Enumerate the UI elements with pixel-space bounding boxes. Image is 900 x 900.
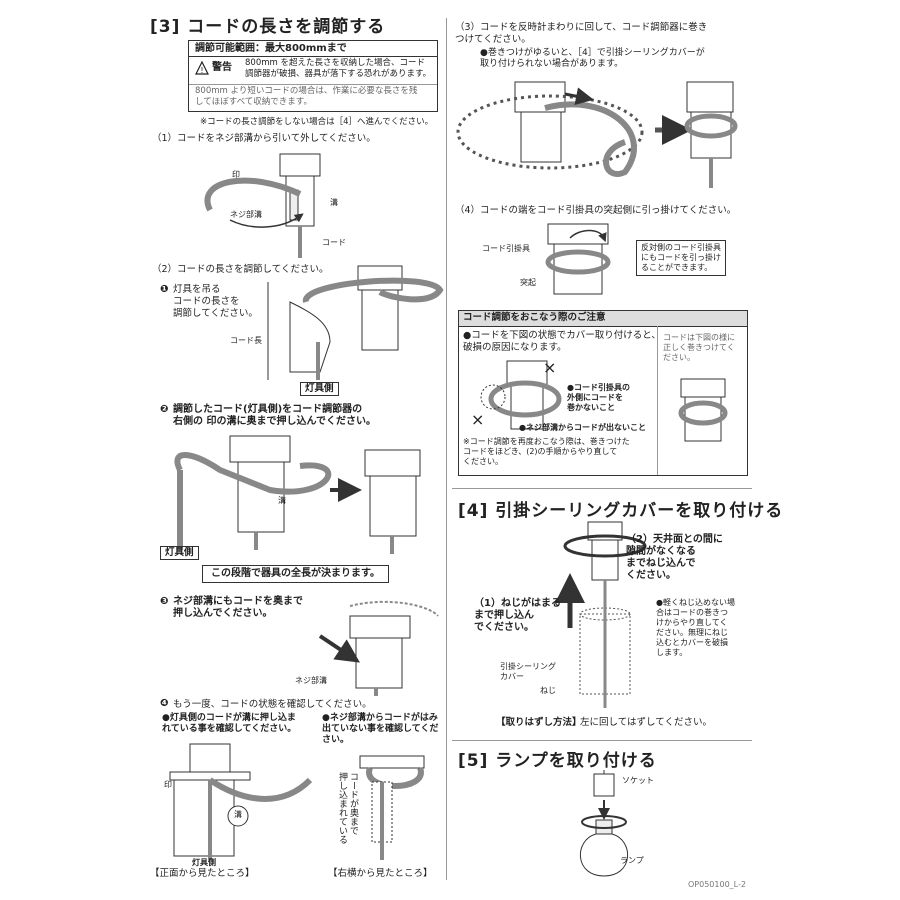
side-view-illustration (320, 752, 440, 860)
range-label: 調節可能範囲：最大800mmまで (195, 43, 347, 54)
screw-label: ねじ (540, 686, 556, 695)
column-divider (446, 18, 447, 880)
num1-icon: ❶ (160, 284, 169, 295)
num3-icon: ❸ (160, 596, 169, 607)
warning-icon: ! (195, 60, 209, 75)
num4-icon: ❹ (160, 698, 169, 709)
caution-box: コード調節をおこなう際のご注意 ●コードを下図の状態でカバー取り付けると、 破損… (458, 310, 748, 476)
screw-groove-label: ネジ部溝 (230, 210, 262, 219)
step3-illustration (455, 72, 755, 192)
step3-text: （3）コードを反時計まわりに回して、コード調節器に巻き つけてください。 (455, 22, 708, 45)
step2-4-text: もう一度、コードの状態を確認してください。 (173, 699, 372, 710)
caution-side-text: コードは下図の様に 正しく巻きつけてく ださい。 (663, 333, 735, 362)
cover-illustration (550, 518, 660, 708)
step4-illustration (520, 218, 640, 298)
caution-a: ●コード引掛具の 外側にコードを 巻かないこと (567, 383, 630, 412)
section3-heading: [3] コードの長さを調節する (150, 17, 386, 37)
socket-label: ソケット (622, 776, 654, 785)
svg-text:×: × (471, 410, 484, 429)
front-view-illustration: 印 溝 (160, 740, 313, 860)
section4-heading: [4] 引掛シーリングカバーを取り付ける (458, 501, 784, 521)
groove-label: 溝 (330, 198, 338, 207)
mark-label-2: 印 (164, 780, 172, 789)
svg-text:!: ! (200, 66, 203, 75)
divider (189, 84, 437, 85)
step2-3-illustration (310, 596, 440, 696)
divider (452, 488, 752, 489)
step4-1-text: （1）ねじがはまる まで押し込ん でください。 (474, 598, 561, 633)
warning-text: 800mm を超えた長さを収納した場合、コード 調節器が破損、器具が落下する恐れ… (245, 58, 432, 79)
cord-pushed-label: コードが奥まで 押し込まれている (337, 772, 358, 844)
side-view-caption: 【右横から見たところ】 (328, 868, 433, 879)
section5-heading: [5] ランプを取り付ける (458, 751, 657, 771)
protrusion-label: 突起 (520, 278, 536, 287)
lamp-illustration (570, 770, 640, 880)
caution-footer: ※コード調節を再度おこなう際は、巻きつけた コードをほどき、(2)の手順からやり… (463, 437, 630, 466)
removal-text: 左に回してはずしてください。 (580, 717, 712, 728)
groove-label: 溝 (278, 496, 286, 505)
caution-b: ●ネジ部溝からコードが出ないこと (519, 423, 646, 432)
caution-text: ●コードを下図の状態でカバー取り付けると、 破損の原因になります。 (463, 330, 661, 353)
step2-1-text: 灯具を吊る コードの長さを 調節してください。 (173, 284, 258, 319)
divider (189, 56, 437, 57)
lamp-side-label-2: 灯具側 (160, 546, 199, 560)
step1-text: （1）コードをネジ部溝から引いて外してください。 (152, 133, 376, 144)
opposite-note: 反対側のコード引掛具 にもコードを引っ掛け ることができます。 (636, 240, 726, 276)
step2-2-text: 調節したコード(灯具側)をコード調節器の 右側の 印の溝に奥まで押し込んでくださ… (173, 404, 376, 427)
mark-label: 印 (232, 170, 240, 179)
check-a: ●灯具側のコードが溝に押し込ま れている事を確認してください。 (162, 713, 297, 734)
step4-2-text: （2）天井面との間に 隙間がなくなる までねじ込んで ください。 (626, 534, 723, 581)
divider (657, 326, 658, 475)
cover-label: 引掛シーリング カバー (500, 662, 556, 681)
skip-note: ※コードの長さ調節をしない場合は［4］へ進んでください。 (200, 117, 434, 127)
lamp-side-label: 灯具側 (300, 382, 339, 396)
caution-wrong-illustration: × × (467, 357, 567, 437)
step2-3-text: ネジ部溝にもコードを奥まで 押し込んでください。 (173, 596, 303, 619)
lamp-label: ランプ (620, 856, 644, 865)
groove-circle-label: 溝 (234, 810, 242, 819)
tight-note: ●軽くねじ込めない場 合はコードの巻きつ けからやり直してく ださい。無理にねじ… (656, 598, 735, 657)
doc-code: OP050100_L-2 (688, 880, 746, 889)
step2-1-illustration (240, 262, 444, 402)
caution-title: コード調節をおこなう際のご注意 (463, 312, 606, 323)
caution-header (459, 311, 747, 327)
lamp-side-label-3: 灯具側 (192, 858, 216, 867)
step2-text: （2）コードの長さを調節してください。 (152, 264, 329, 275)
short-cord-note: 800mm より短いコードの場合は、作業に必要な長さを残 してほぼすべて収納でき… (195, 86, 418, 107)
cord-label: コード (322, 238, 346, 247)
step2-2-illustration: 溝 (160, 430, 440, 555)
step4-text: （4）コードの端をコード引掛具の突起側に引っ掛けてください。 (455, 205, 737, 216)
step1-illustration: 印 溝 ネジ部溝 コード (190, 150, 360, 260)
step3-note: ●巻きつけがゆるいと、［4］で引掛シーリングカバーが 取り付けられない場合があり… (480, 48, 705, 69)
removal-label: 【取りはずし方法】 (496, 717, 582, 728)
warning-label: 警告 (212, 62, 232, 73)
cord-length-label: コード長 (230, 336, 262, 345)
divider (452, 740, 752, 741)
length-decided-box: この段階で器具の全長が決まります。 (202, 565, 389, 583)
warning-box: 調節可能範囲：最大800mmまで ! 警告 800mm を超えた長さを収納した場… (188, 40, 438, 112)
svg-text:×: × (543, 358, 556, 377)
screw-groove-label-2: ネジ部溝 (295, 676, 327, 685)
caution-correct-illustration (673, 375, 733, 445)
num2-icon: ❷ (160, 404, 169, 415)
hook-label: コード引掛具 (482, 244, 530, 253)
check-b: ●ネジ部溝からコードがはみ 出ていない事を確認してくだ さい。 (322, 713, 439, 745)
front-view-caption: 【正面から見たところ】 (150, 868, 255, 879)
